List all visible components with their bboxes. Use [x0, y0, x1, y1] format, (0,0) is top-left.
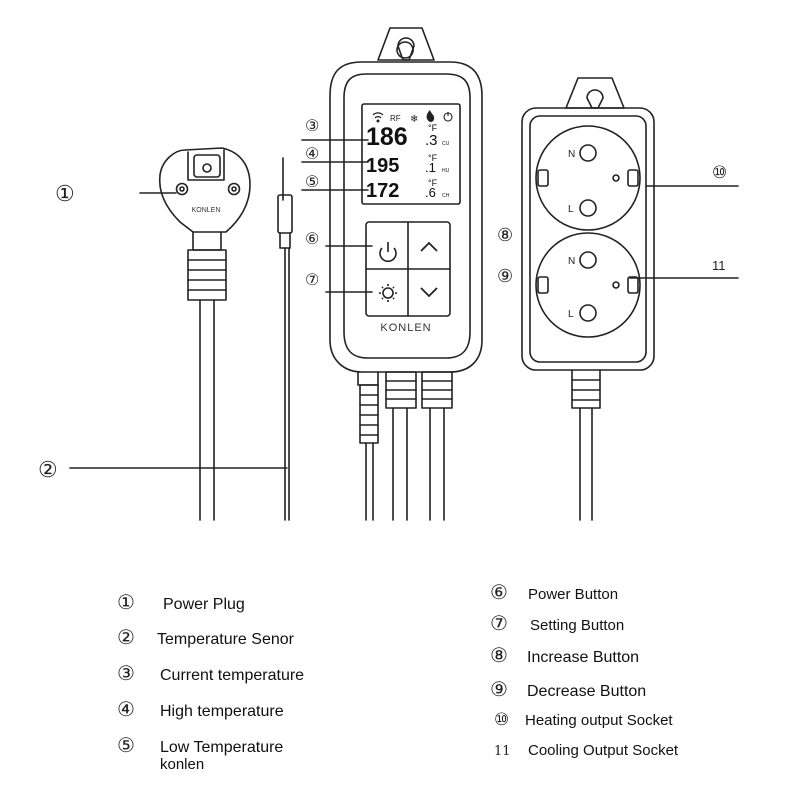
- legend-text-11: Cooling Output Socket: [528, 742, 679, 759]
- legend-text-5: Low Temperature: [160, 739, 284, 756]
- legend-text-2: Temperature Senor: [157, 631, 294, 648]
- lcd-reading-1-tag: CU: [442, 141, 450, 147]
- increase-button[interactable]: [420, 241, 438, 252]
- legend-text-10: Heating output Socket: [525, 712, 673, 729]
- lcd-reading-3-decimal: .6: [425, 185, 436, 200]
- socket2-l-label: L: [568, 309, 574, 320]
- legend-text-7: Setting Button: [530, 617, 625, 634]
- power-button[interactable]: [379, 242, 397, 263]
- lcd-reading-1-unit: °F: [428, 123, 438, 133]
- legend-item-6: ⑥ Power Button: [490, 580, 618, 604]
- legend-item-11: 11 Cooling Output Socket: [494, 742, 678, 759]
- callout-11: 11: [712, 258, 726, 273]
- plug-brand: KONLEN: [192, 207, 221, 214]
- callout-8: ⑧: [497, 225, 513, 245]
- lcd-reading-1-main: 186: [366, 123, 408, 151]
- legend-text-4: High temperature: [160, 703, 284, 720]
- legend-text-8: Increase Button: [527, 649, 640, 666]
- legend-text-9: Decrease Button: [527, 683, 647, 700]
- legend-text-6: Power Button: [528, 586, 619, 603]
- legend-num-3: ③: [117, 661, 135, 685]
- power-icon: [443, 112, 453, 122]
- legend-num-8: ⑧: [490, 643, 508, 667]
- callout-7: ⑦: [305, 272, 319, 289]
- legend-item-1: ① Power Plug: [117, 590, 245, 614]
- legend-num-11: 11: [494, 744, 511, 759]
- controller-brand: KONLEN: [380, 322, 431, 334]
- controller: [329, 27, 483, 521]
- callout-10: ⑩: [712, 163, 727, 182]
- legend-num-4: ④: [117, 697, 135, 721]
- legend-item-3: ③ Current temperature: [117, 661, 304, 685]
- lcd-reading-1-decimal: .3: [425, 132, 438, 149]
- legend-num-10: ⑩: [494, 710, 510, 730]
- flame-icon: [426, 110, 435, 122]
- callout-2: ②: [38, 457, 58, 482]
- lcd-reading-2-tag: HU: [442, 168, 450, 174]
- legend-item-5: ⑤ Low Temperature: [117, 733, 283, 757]
- legend-text-1: Power Plug: [163, 596, 245, 613]
- legend-item-7: ⑦ Setting Button: [490, 611, 624, 635]
- callout-3: ③: [305, 118, 319, 135]
- callout-9: ⑨: [497, 266, 513, 286]
- lcd-reading-2-main: 195: [366, 155, 399, 177]
- legend-num-6: ⑥: [490, 580, 508, 604]
- wifi-icon: [372, 112, 384, 123]
- snowflake-icon: ❄: [410, 114, 418, 125]
- lcd-reading-3-unit: °F: [428, 178, 438, 188]
- legend-item-2: ② Temperature Senor: [117, 625, 294, 649]
- socket1-n-label: N: [568, 149, 575, 160]
- legend-footer: konlen: [160, 756, 205, 773]
- socket2-n-label: N: [568, 256, 575, 267]
- legend-item-8: ⑧ Increase Button: [490, 643, 639, 667]
- lcd-reading-2-unit: °F: [428, 153, 438, 163]
- lcd-reading-3-main: 172: [366, 180, 399, 202]
- lcd-reading-3-tag: CH: [442, 193, 450, 199]
- socket-unit: [521, 77, 739, 521]
- legend-item-4: ④ High temperature: [117, 697, 284, 721]
- lcd-reading-2-decimal: .1: [425, 160, 436, 175]
- socket1-l-label: L: [568, 204, 574, 215]
- callout-6: ⑥: [305, 231, 319, 248]
- lcd-rf-label: RF: [390, 114, 401, 123]
- legend-num-5: ⑤: [117, 733, 135, 757]
- legend-text-3: Current temperature: [160, 667, 305, 684]
- decrease-button[interactable]: [420, 287, 438, 298]
- callout-1: ①: [55, 181, 75, 206]
- callout-5: ⑤: [305, 174, 319, 191]
- legend-num-1: ①: [117, 590, 135, 614]
- legend-num-9: ⑨: [490, 677, 508, 701]
- callout-4: ④: [305, 146, 319, 163]
- setting-button[interactable]: [379, 284, 397, 302]
- legend-item-9: ⑨ Decrease Button: [490, 677, 646, 701]
- legend-num-7: ⑦: [490, 611, 508, 635]
- temperature-sensor: [69, 157, 293, 521]
- legend-item-10: ⑩ Heating output Socket: [494, 710, 673, 730]
- power-plug: [139, 147, 251, 521]
- legend-num-2: ②: [117, 625, 135, 649]
